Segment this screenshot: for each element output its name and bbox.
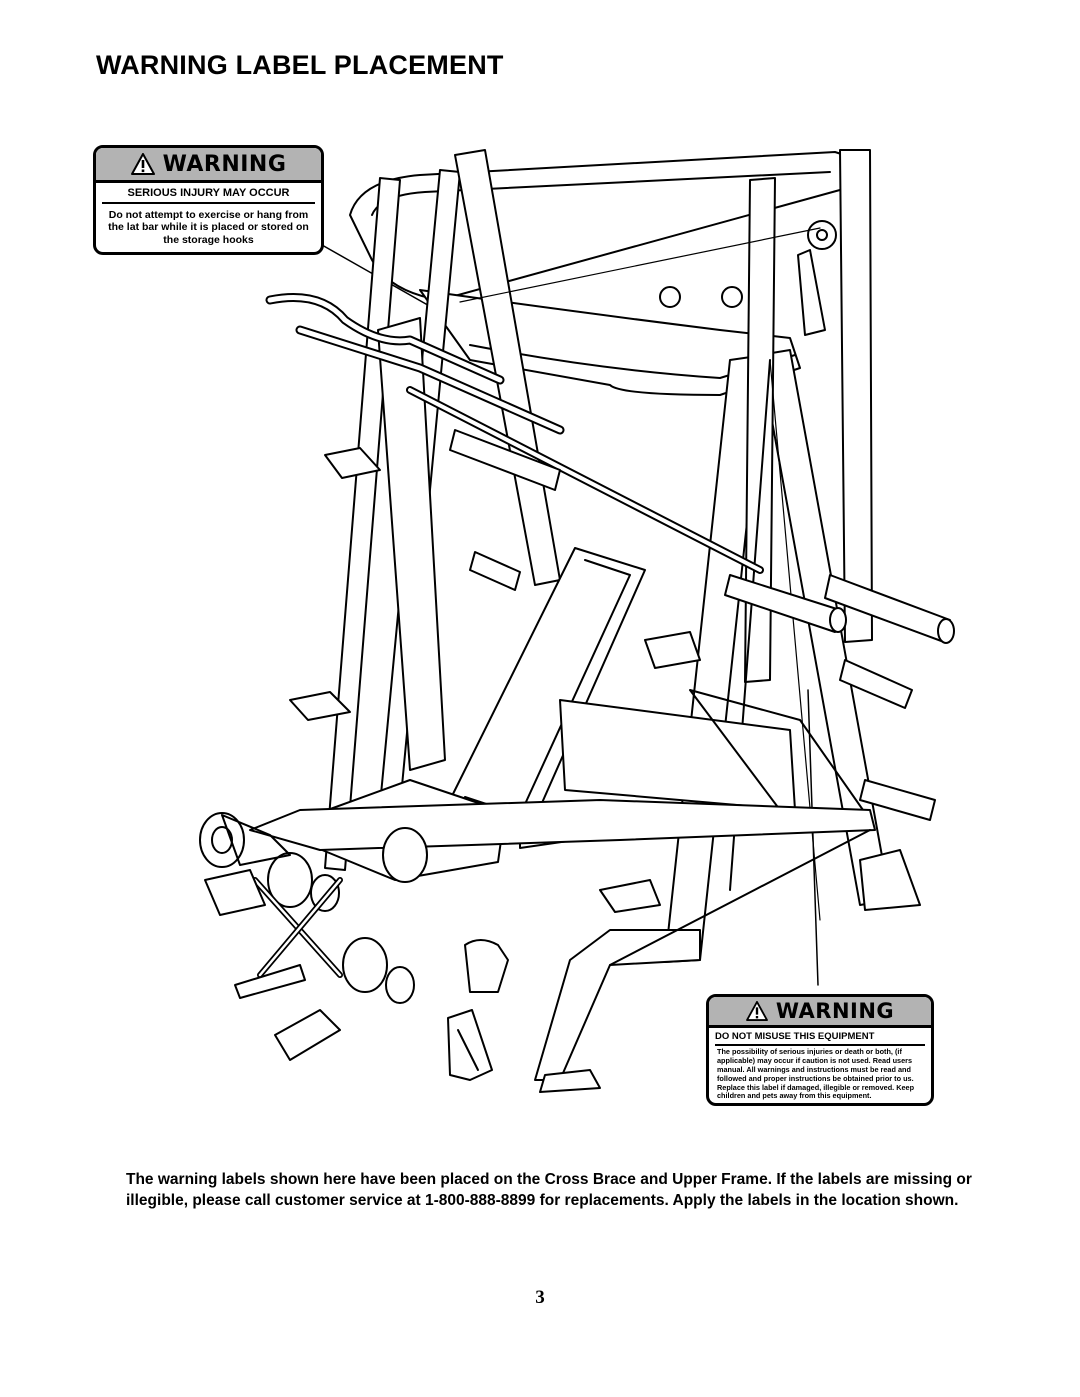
warning-label-header: WARNING (96, 148, 321, 183)
warning-label-lat-bar: WARNING SERIOUS INJURY MAY OCCUR Do not … (93, 145, 324, 255)
warning-label-body: Do not attempt to exercise or hang from … (108, 209, 309, 246)
warning-label-header: WARNING (709, 997, 931, 1028)
page-number: 3 (535, 1287, 545, 1308)
page-title: WARNING LABEL PLACEMENT (96, 50, 504, 80)
warning-label-subtitle: SERIOUS INJURY MAY OCCUR (102, 183, 315, 204)
warning-triangle-icon (745, 1001, 768, 1021)
warning-label-equipment: WARNING DO NOT MISUSE THIS EQUIPMENT The… (706, 994, 934, 1106)
warning-triangle-icon (130, 153, 155, 175)
warning-label-heading: WARNING (775, 999, 895, 1023)
warning-label-heading: WARNING (162, 151, 287, 177)
caption-paragraph: The warning labels shown here have been … (126, 1171, 972, 1209)
warning-label-subtitle: DO NOT MISUSE THIS EQUIPMENT (715, 1028, 925, 1046)
warning-label-body: The possibility of serious injuries or d… (717, 1047, 915, 1101)
